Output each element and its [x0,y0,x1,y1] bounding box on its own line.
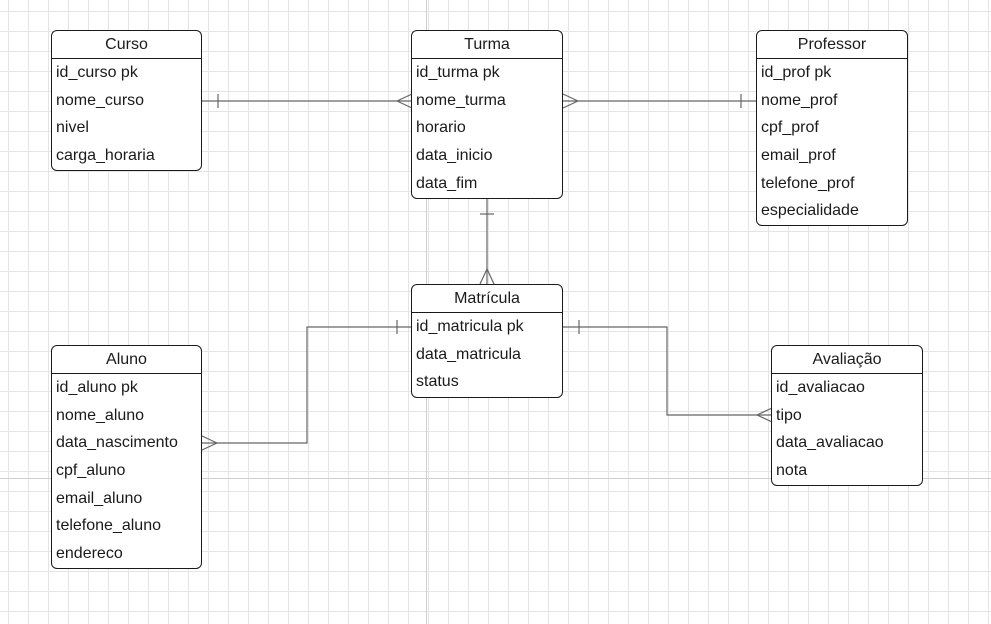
entity-professor[interactable]: Professor id_prof pk nome_prof cpf_prof … [756,30,908,226]
entity-field: email_prof [761,147,836,165]
entity-title: Turma [412,31,562,59]
entity-field: carga_horaria [56,147,155,165]
entity-field: email_aluno [56,489,143,507]
entity-field: id_avaliacao [776,379,865,396]
entity-field: telefone_aluno [56,517,161,535]
entity-field: data_avaliacao [776,434,884,452]
entity-field: endereco [56,545,123,563]
entity-field: data_matricula [416,345,521,363]
entity-field: nome_aluno [56,406,145,424]
entity-field: status [416,373,459,391]
entity-field: especialidade [761,202,859,220]
entity-title: Avaliação [772,346,922,374]
entity-field: id_aluno pk [56,379,138,396]
entity-field: id_prof pk [761,64,832,81]
entity-curso[interactable]: Curso id_curso pk nome_curso nivel carga… [51,30,202,171]
entity-field: data_nascimento [56,434,178,452]
entity-field: cpf_aluno [56,462,126,480]
entity-avaliacao[interactable]: Avaliação id_avaliacao tipo data_avaliac… [771,345,923,486]
entity-turma[interactable]: Turma id_turma pk nome_turma horario dat… [411,30,563,199]
entity-field: telefone_prof [761,174,855,192]
entity-matricula[interactable]: Matrícula id_matricula pk data_matricula… [411,284,563,398]
entity-field: nome_curso [56,91,145,109]
entity-field: tipo [776,406,802,424]
entity-title: Matrícula [412,285,562,313]
entity-title: Aluno [52,346,201,374]
entity-aluno[interactable]: Aluno id_aluno pk nome_aluno data_nascim… [51,345,202,569]
relationship-matricula-aluno[interactable] [201,320,412,451]
entity-field: data_inicio [416,147,493,165]
relationship-matricula-avaliacao[interactable] [563,320,773,423]
relationship-turma-professor[interactable] [562,93,757,109]
entity-field: id_curso pk [56,64,138,81]
entity-field: horario [416,119,466,137]
entity-field: nivel [56,119,89,137]
entity-title: Curso [52,31,201,59]
entity-field: id_matricula pk [416,318,524,335]
entity-field: nome_turma [416,91,506,109]
entity-field: nome_prof [761,91,838,109]
entity-title: Professor [757,31,907,59]
entity-field: data_fim [416,174,478,192]
entity-field: id_turma pk [416,64,500,81]
entity-field: cpf_prof [761,119,819,137]
relationship-turma-matricula[interactable] [479,199,495,285]
relationship-curso-turma[interactable] [202,93,413,109]
entity-field: nota [776,462,808,480]
canvas-guide-horizontal [0,478,991,479]
